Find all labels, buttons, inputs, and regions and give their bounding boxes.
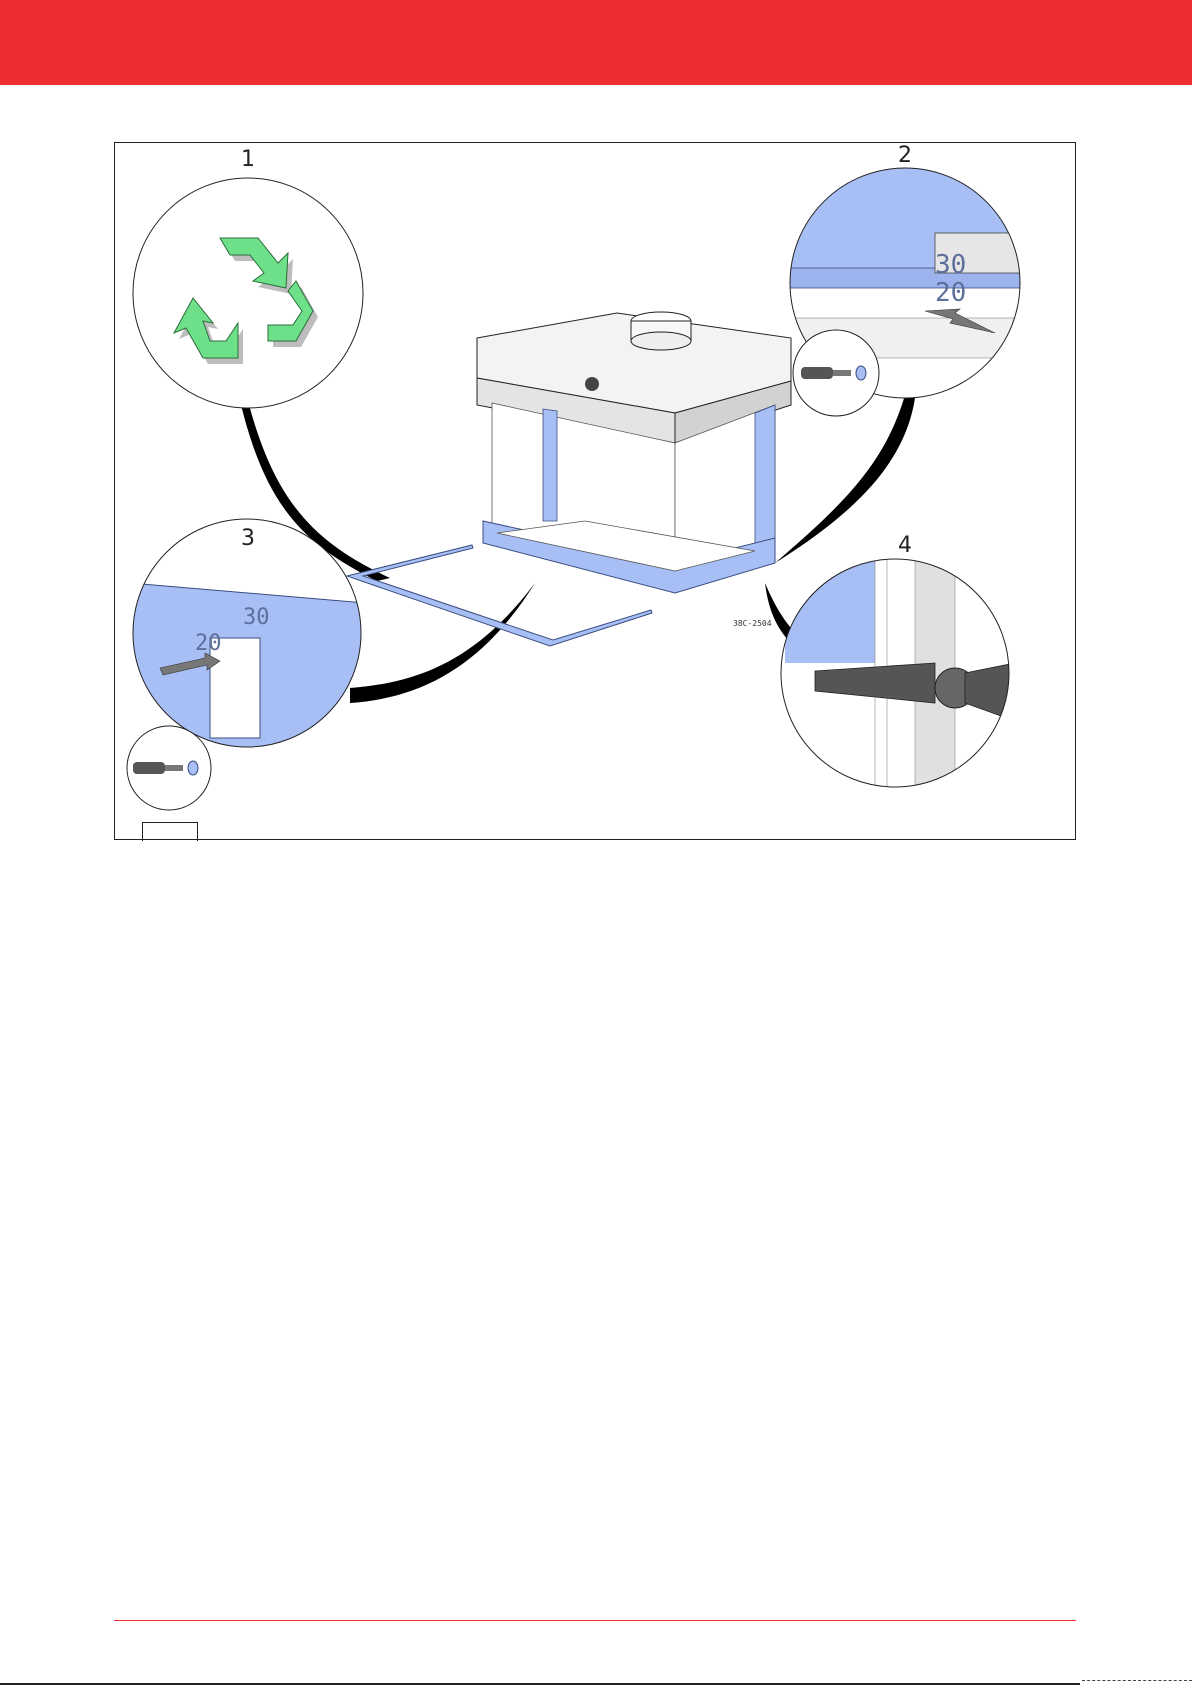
- step-number-4: 4: [890, 533, 920, 558]
- step-number-1: 1: [233, 147, 263, 172]
- connector-3: [350, 583, 535, 703]
- page-bottom-marks: [1082, 1680, 1192, 1686]
- label-box: [142, 822, 198, 841]
- figure-frame: 1 2 3 4 30 20 30 20 38C-2504: [114, 142, 1076, 840]
- detail-2-lower-mark: 20: [935, 278, 966, 308]
- step-number-3: 3: [233, 526, 263, 551]
- detail-circle-1: [133, 178, 363, 408]
- step-number-2: 2: [890, 143, 920, 168]
- figure-code: 38C-2504: [733, 619, 772, 628]
- header-band: [0, 0, 1192, 85]
- screwdriver-inset-3: [127, 726, 211, 810]
- detail-3-lower-mark: 20: [195, 631, 222, 656]
- fireplace-unit: [477, 312, 791, 593]
- detail-3-upper-mark: 30: [243, 605, 270, 630]
- footer-rule: [114, 1620, 1076, 1621]
- detail-circle-4: [775, 553, 1020, 793]
- detail-2-upper-mark: 30: [935, 250, 966, 280]
- screwdriver-inset-2: [793, 330, 879, 416]
- assembly-illustration: [115, 143, 1075, 839]
